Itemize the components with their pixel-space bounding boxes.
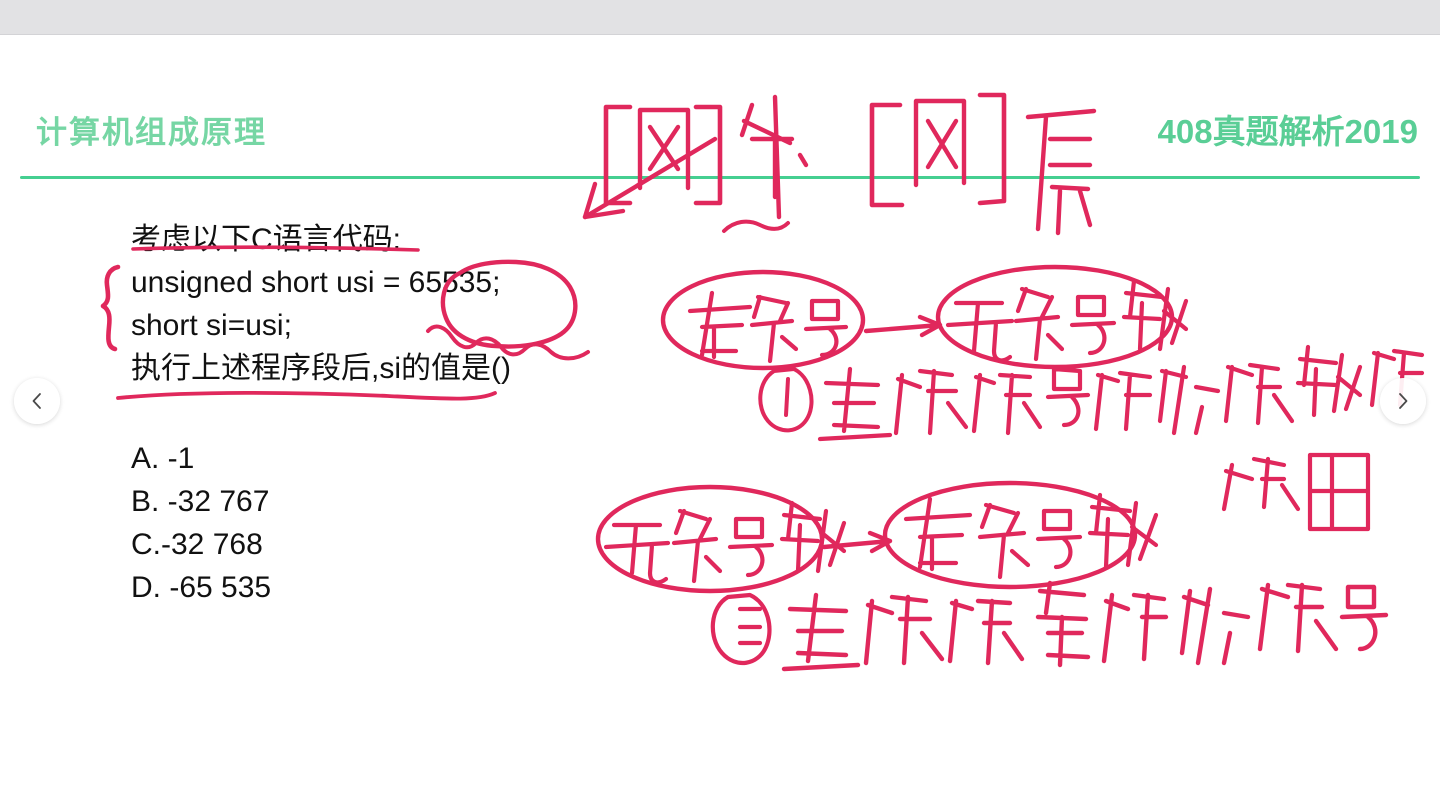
question-line: 执行上述程序段后,si的值是() (131, 352, 511, 385)
question-line: 考虑以下C语言代码: (131, 223, 401, 256)
option-d[interactable]: D. -65 535 (131, 571, 272, 604)
question-block: 考虑以下C语言代码: unsigned short usi = 65535; s… (131, 218, 831, 390)
option-b[interactable]: B. -32 767 (131, 485, 270, 518)
option-a[interactable]: A. -1 (131, 442, 195, 475)
header-divider (20, 176, 1420, 179)
option-c[interactable]: C.-32 768 (131, 528, 263, 561)
chevron-right-icon (1399, 393, 1408, 409)
chevron-left-icon (32, 393, 41, 409)
slide-canvas: 计算机组成原理 408真题解析2019 考虑以下C语言代码: unsigned … (0, 35, 1440, 810)
course-series-title: 408真题解析2019 (1157, 113, 1418, 150)
previous-slide-button[interactable] (14, 378, 60, 424)
system-status-bar (0, 0, 1440, 35)
question-line: short si=usi; (131, 309, 292, 342)
page-title: 计算机组成原理 (36, 115, 267, 150)
answer-options: A. -1 B. -32 767 C.-32 768 D. -65 535 (131, 437, 271, 609)
question-line: unsigned short usi = 65535; (131, 266, 501, 299)
next-slide-button[interactable] (1380, 378, 1426, 424)
